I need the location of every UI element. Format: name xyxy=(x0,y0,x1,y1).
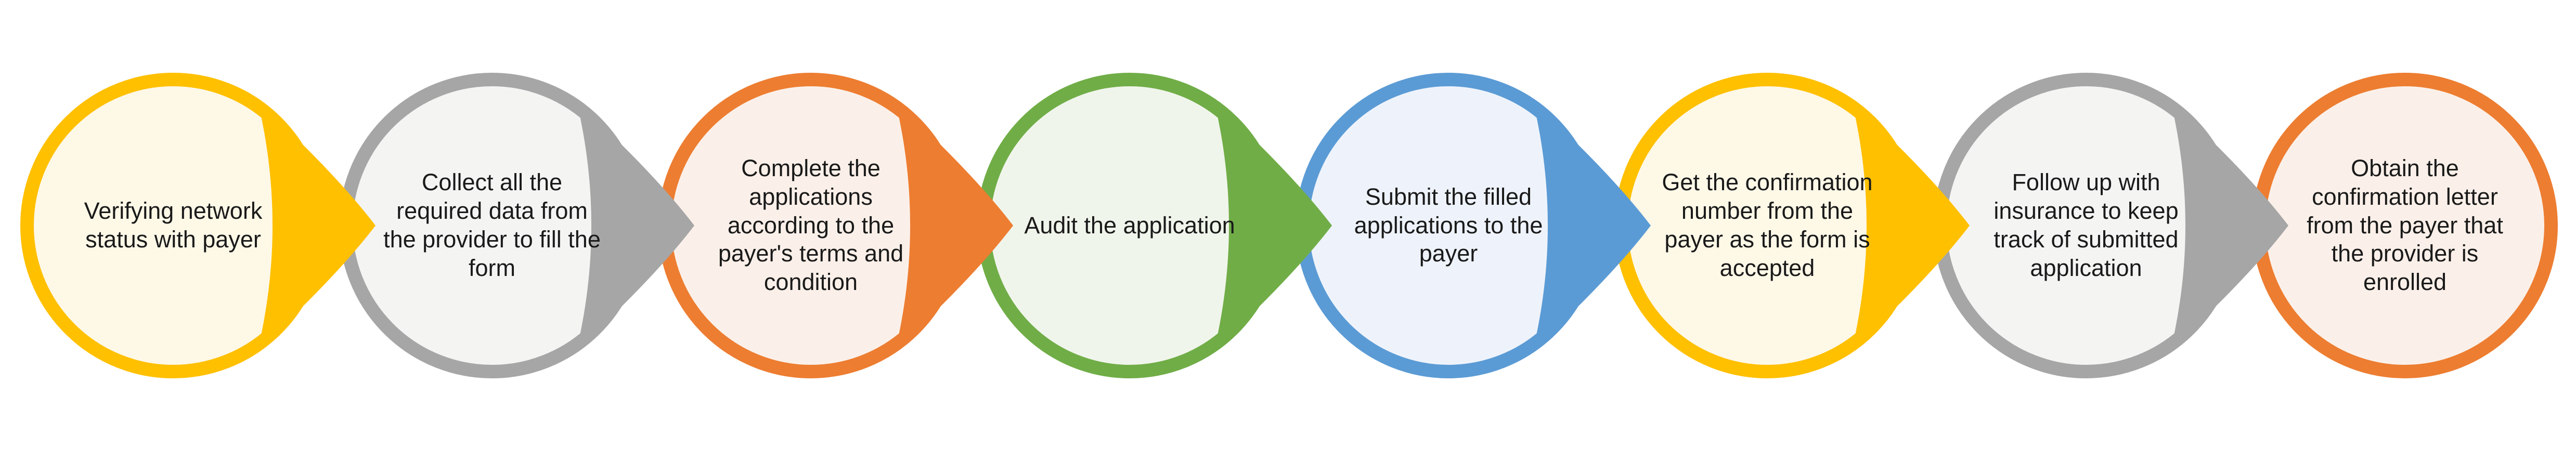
process-step-3: Complete the applications according to t… xyxy=(656,70,1026,381)
step-7-label: Follow up with insurance to keep track o… xyxy=(1994,169,2179,281)
step-7-arrow-icon xyxy=(2171,102,2288,349)
step-6-arrow-icon xyxy=(1852,102,1970,349)
step-1-label: Verifying network status with payer xyxy=(84,197,263,253)
step-2-shape xyxy=(339,73,694,378)
process-step-6: Get the confirmation number from the pay… xyxy=(1613,70,1982,381)
step-2-arrow-icon xyxy=(577,102,694,349)
step-6-label: Get the confirmation number from the pay… xyxy=(1662,169,1873,281)
step-8-label: Obtain the confirmation letter from the … xyxy=(2307,154,2503,296)
step-2-label: Collect all the required data from the p… xyxy=(383,169,601,281)
step-1-shape xyxy=(20,73,376,378)
step-5-label: Submit the filled applications to the pa… xyxy=(1354,183,1543,267)
process-step-4: Audit the application xyxy=(975,70,1344,381)
process-step-1: Verifying network status with payer xyxy=(19,70,388,381)
step-5-arrow-icon xyxy=(1533,102,1651,349)
process-step-7: Follow up with insurance to keep track o… xyxy=(1932,70,2301,381)
step-7-shape xyxy=(1933,73,2288,378)
step-5-shape xyxy=(1296,73,1651,378)
process-step-8: Obtain the confirmation letter from the … xyxy=(2250,70,2576,381)
process-step-5: Submit the filled applications to the pa… xyxy=(1294,70,1663,381)
process-step-2: Collect all the required data from the p… xyxy=(338,70,707,381)
step-4-arrow-icon xyxy=(1214,102,1332,349)
step-3-arrow-icon xyxy=(896,102,1013,349)
step-1-arrow-icon xyxy=(258,102,376,349)
step-3-label: Complete the applications according to t… xyxy=(718,154,904,296)
step-4-label: Audit the application xyxy=(1024,212,1235,239)
